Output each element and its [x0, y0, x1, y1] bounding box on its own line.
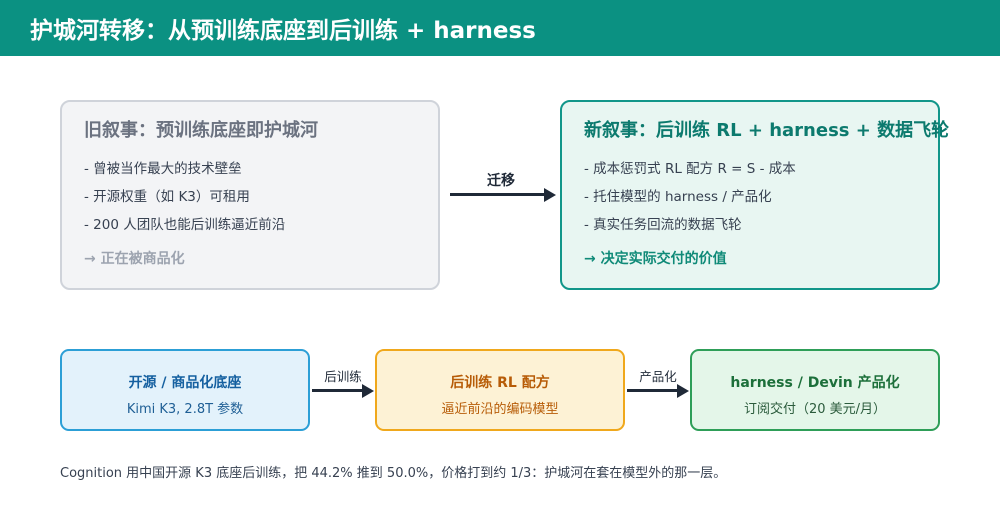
flow-arrow-2-label: 产品化 — [639, 369, 677, 384]
new-bullet-3: - 真实任务回流的数据飞轮 — [584, 217, 742, 233]
old-bullet-1: - 曾被当作最大的技术壁垒 — [84, 161, 242, 177]
flow-step-base-model: 开源 / 商品化底座 Kimi K3, 2.8T 参数 — [60, 349, 310, 431]
new-narrative-box: 新叙事：后训练 RL + harness + 数据飞轮 - 成本惩罚式 RL 配… — [560, 100, 949, 290]
page-title: 护城河转移：从预训练底座到后训练 + harness — [30, 18, 536, 44]
new-narrative-conclusion: → 决定实际交付的价值 — [584, 251, 727, 267]
flow-step-rl-recipe: 后训练 RL 配方 逼近前沿的编码模型 — [375, 349, 625, 431]
old-narrative-conclusion: → 正在被商品化 — [84, 251, 185, 267]
flow-step-harness-product: harness / Devin 产品化 订阅交付（20 美元/月） — [690, 349, 940, 431]
old-bullet-2: - 开源权重（如 K3）可租用 — [84, 189, 250, 205]
new-narrative-title: 新叙事：后训练 RL + harness + 数据飞轮 — [584, 120, 950, 141]
migration-arrow-line — [450, 193, 546, 196]
new-bullet-2: - 托住模型的 harness / 产品化 — [584, 189, 772, 205]
flow-arrow-2-line — [627, 389, 679, 392]
flow-step-3-title: harness / Devin 产品化 — [730, 375, 900, 391]
old-narrative-box: 旧叙事：预训练底座即护城河 - 曾被当作最大的技术壁垒 - 开源权重（如 K3）… — [60, 100, 440, 290]
old-narrative-bullets: - 曾被当作最大的技术壁垒 - 开源权重（如 K3）可租用 - 200 人团队也… — [84, 155, 285, 239]
new-bullet-1: - 成本惩罚式 RL 配方 R = S - 成本 — [584, 161, 796, 177]
migration-arrow-head — [544, 187, 556, 202]
old-bullet-3: - 200 人团队也能后训练逼近前沿 — [84, 217, 286, 233]
old-narrative-title: 旧叙事：预训练底座即护城河 — [84, 120, 318, 141]
flow-step-1-subtitle: Kimi K3, 2.8T 参数 — [126, 402, 244, 417]
flow-arrow-1-line — [312, 389, 364, 392]
flow-step-1-title: 开源 / 商品化底座 — [128, 375, 242, 391]
flow-step-3-subtitle: 订阅交付（20 美元/月） — [743, 402, 887, 417]
flow-step-2-subtitle: 逼近前沿的编码模型 — [441, 402, 559, 417]
migration-label: 迁移 — [487, 173, 515, 189]
flow-step-2-title: 后训练 RL 配方 — [450, 375, 550, 391]
flow-arrow-2-head — [677, 383, 689, 398]
new-narrative-bullets: - 成本惩罚式 RL 配方 R = S - 成本 - 托住模型的 harness… — [584, 155, 796, 239]
flow-arrow-1-head — [362, 383, 374, 398]
page-header: 护城河转移：从预训练底座到后训练 + harness — [0, 0, 1000, 56]
flow-arrow-1-label: 后训练 — [324, 369, 362, 384]
footnote: Cognition 用中国开源 K3 底座后训练，把 44.2% 推到 50.0… — [60, 466, 727, 481]
